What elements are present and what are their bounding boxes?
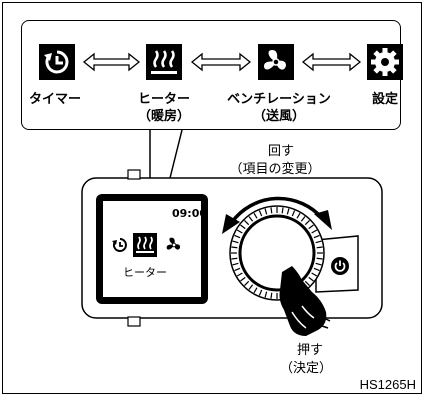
- gear-icon: [367, 44, 403, 80]
- display-heater-icon: [133, 233, 157, 257]
- timer-icon: [39, 44, 75, 80]
- figure-code: HS1265H: [359, 377, 416, 392]
- rotate-sub-label: （項目の変更）: [229, 162, 321, 177]
- power-button[interactable]: [331, 257, 349, 275]
- display-fan-icon: [166, 237, 181, 250]
- mode-callout: [21, 20, 401, 130]
- mode-sub-ventilation: （送風）: [252, 109, 306, 124]
- power-icon: [334, 260, 346, 272]
- push-label: 押す: [296, 343, 324, 358]
- display-time: 09:00: [172, 207, 208, 220]
- push-sub-label: （決定）: [279, 361, 333, 376]
- mode-label-settings: 設定: [371, 92, 399, 107]
- mode-sub-heater: （暖房）: [137, 109, 191, 124]
- heater-icon: [146, 44, 182, 80]
- mode-label-timer: タイマー: [29, 92, 82, 107]
- display-mode-label: ヒーター: [123, 266, 167, 279]
- mode-label-heater: ヒーター: [137, 92, 191, 107]
- fan-icon: [258, 44, 294, 80]
- rotate-label: 回す: [267, 144, 295, 159]
- display-timer-icon: [112, 238, 127, 252]
- mode-label-ventilation: ベンチレーション: [227, 92, 331, 107]
